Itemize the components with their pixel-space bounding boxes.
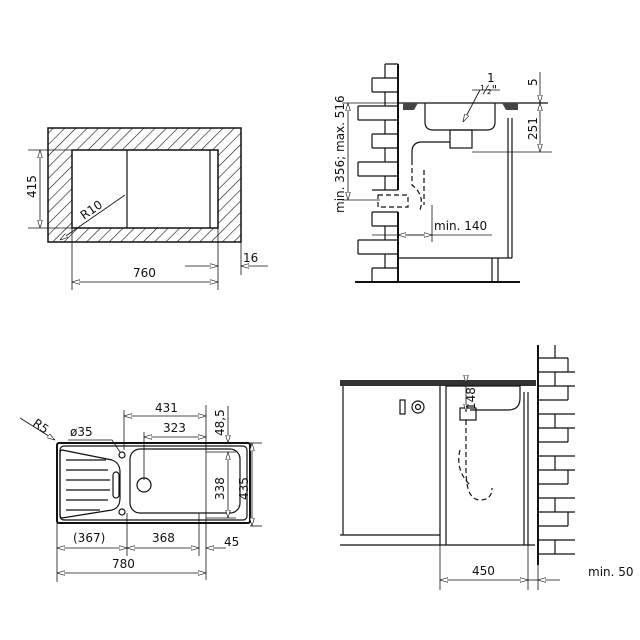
drain-height-label: min. 356; max. 516 [333, 95, 347, 213]
countertop-hatch [47, 127, 242, 243]
dim-368: 368 [152, 531, 175, 545]
dim-435: 435 [237, 477, 251, 500]
corner-radius-label: R5 [30, 416, 51, 437]
dim-431: 431 [155, 401, 178, 415]
bowl-depth-label: 251 [526, 117, 540, 140]
brick-wall [357, 63, 399, 282]
top-gap-label: 5 [526, 78, 540, 86]
cutout-view: 415 R10 760 16 [25, 127, 268, 290]
cutout-width-label: 760 [133, 266, 156, 280]
sink-bowl [446, 385, 521, 411]
dim-780: 780 [112, 557, 135, 571]
side-view-wall: 1 ½" 5 251 min. 356; max. 516 min. 140 [333, 63, 552, 283]
thread-label-fraction: ½" [480, 83, 497, 97]
top-view: R5 ø35 431 323 48,5 338 435 (367) 368 45… [19, 401, 262, 582]
drain-hole [136, 477, 152, 493]
dim-338: 338 [213, 477, 227, 500]
tap-hole-label: ø35 [70, 425, 93, 439]
countertop [340, 380, 536, 386]
tap-hole [118, 451, 126, 459]
cutout-height-label: 415 [25, 175, 39, 198]
dim-48-5: 48,5 [213, 409, 227, 436]
sink-bowl [129, 448, 241, 514]
cutout-margin-label: 16 [243, 251, 258, 265]
brick-wall [537, 345, 575, 565]
wall-distance-label: min. 140 [434, 219, 487, 233]
sink-bowl [424, 103, 496, 131]
cabinet-width-label: 450 [472, 564, 495, 578]
dim-367: (367) [73, 531, 105, 545]
bowl-depth-label: 148 [464, 387, 478, 410]
dim-45: 45 [224, 535, 239, 549]
drain-pipe [411, 141, 450, 160]
wall-gap-label: min. 50 [588, 565, 634, 579]
drain-fitting [449, 129, 473, 149]
thread-label-whole: 1 [487, 71, 495, 85]
dim-323: 323 [163, 421, 186, 435]
side-view-cabinet: 148 450 min. 50 [340, 345, 634, 590]
drainboard [59, 449, 121, 519]
